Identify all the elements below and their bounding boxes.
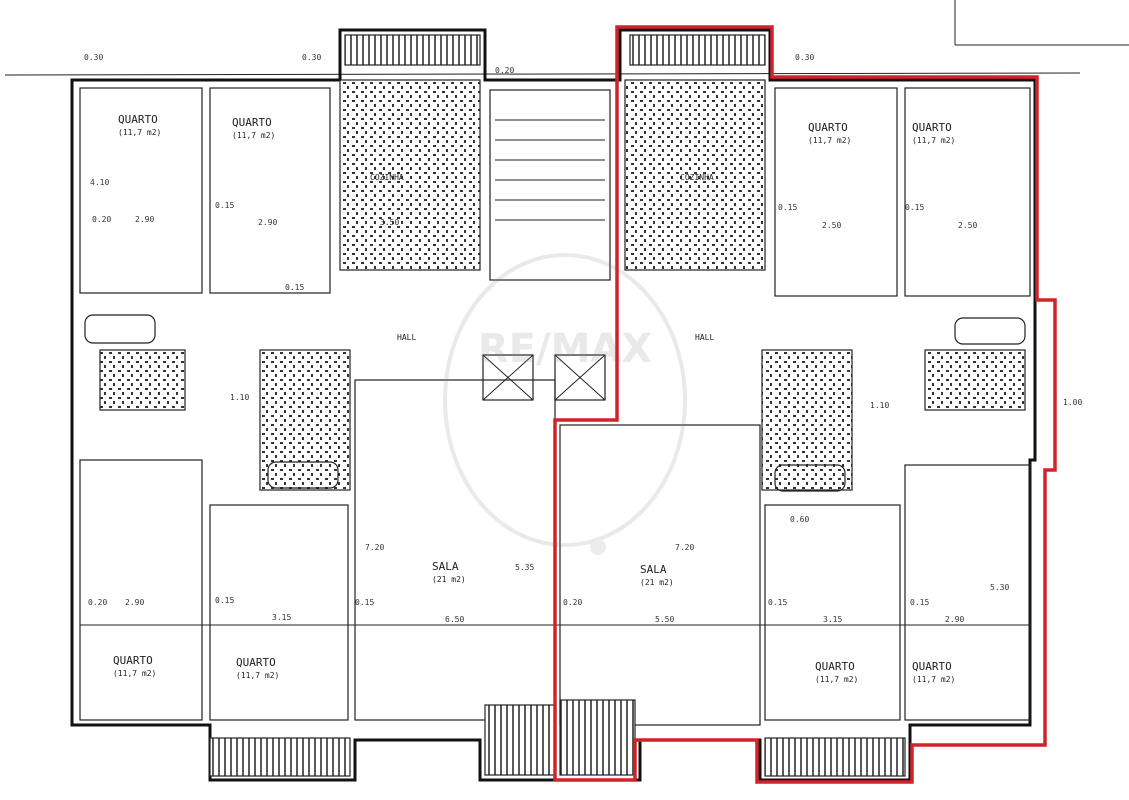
remax-watermark: RE/MAX	[443, 253, 687, 555]
right-apartment	[555, 34, 1031, 777]
svg-text:1.10: 1.10	[870, 401, 889, 410]
svg-text:0.15: 0.15	[355, 598, 374, 607]
svg-text:0.60: 0.60	[790, 515, 809, 524]
label-quarto: QUARTO	[232, 116, 272, 129]
label-sala: SALA	[640, 563, 667, 576]
label-quarto: QUARTO	[912, 660, 952, 673]
svg-text:7.20: 7.20	[365, 543, 384, 552]
label-quarto: QUARTO	[118, 113, 158, 126]
svg-text:0.15: 0.15	[215, 596, 234, 605]
svg-text:0.15: 0.15	[910, 598, 929, 607]
highlighted-unit-outline	[553, 25, 1057, 784]
svg-text:0.30: 0.30	[84, 53, 103, 62]
svg-text:1.00: 1.00	[1063, 398, 1082, 407]
svg-text:3.15: 3.15	[272, 613, 291, 622]
svg-text:(11,7 m2): (11,7 m2)	[236, 671, 279, 680]
svg-text:5.35: 5.35	[515, 563, 534, 572]
svg-text:2.90: 2.90	[125, 598, 144, 607]
svg-text:0.15: 0.15	[215, 201, 234, 210]
svg-text:0.15: 0.15	[905, 203, 924, 212]
svg-text:2.50: 2.50	[958, 221, 977, 230]
label-quarto: QUARTO	[113, 654, 153, 667]
svg-text:0.15: 0.15	[778, 203, 797, 212]
svg-text:0.15: 0.15	[768, 598, 787, 607]
label-hall: HALL	[695, 333, 714, 342]
svg-text:0.30: 0.30	[302, 53, 321, 62]
svg-text:(21 m2): (21 m2)	[432, 575, 466, 584]
svg-text:0.20: 0.20	[92, 215, 111, 224]
svg-text:(11,7 m2): (11,7 m2)	[113, 669, 156, 678]
svg-text:3.15: 3.15	[823, 615, 842, 624]
svg-text:(11,7 m2): (11,7 m2)	[912, 675, 955, 684]
svg-text:0.20: 0.20	[563, 598, 582, 607]
svg-text:5.30: 5.30	[990, 583, 1009, 592]
stairwell	[482, 89, 611, 776]
left-apartment	[79, 34, 556, 777]
label-quarto: QUARTO	[236, 656, 276, 669]
svg-text:(11,7 m2): (11,7 m2)	[815, 675, 858, 684]
label-quarto: QUARTO	[815, 660, 855, 673]
svg-text:4.10: 4.10	[90, 178, 109, 187]
label-quarto: QUARTO	[808, 121, 848, 134]
svg-text:(11,7 m2): (11,7 m2)	[808, 136, 851, 145]
label-sala: SALA	[432, 560, 459, 573]
svg-text:0.15: 0.15	[285, 283, 304, 292]
svg-text:2.90: 2.90	[258, 218, 277, 227]
label-cozinha: COZINHA	[370, 173, 404, 182]
svg-text:6.50: 6.50	[445, 615, 464, 624]
svg-text:RE/MAX: RE/MAX	[478, 326, 652, 372]
label-quarto: QUARTO	[912, 121, 952, 134]
svg-text:3.50: 3.50	[380, 218, 399, 227]
svg-text:7.20: 7.20	[675, 543, 694, 552]
svg-text:1.10: 1.10	[230, 393, 249, 402]
svg-text:(11,7 m2): (11,7 m2)	[118, 128, 161, 137]
svg-text:0.20: 0.20	[88, 598, 107, 607]
label-hall: HALL	[397, 333, 416, 342]
building-outline	[70, 28, 1037, 782]
svg-text:(21 m2): (21 m2)	[640, 578, 674, 587]
svg-text:2.90: 2.90	[945, 615, 964, 624]
room-labels: QUARTO (11,7 m2) QUARTO (11,7 m2) COZINH…	[113, 113, 955, 684]
svg-text:2.50: 2.50	[822, 221, 841, 230]
svg-text:(11,7 m2): (11,7 m2)	[912, 136, 955, 145]
svg-text:0.20: 0.20	[495, 66, 514, 75]
svg-text:2.90: 2.90	[135, 215, 154, 224]
label-cozinha: COZINHA	[680, 173, 714, 182]
svg-text:(11,7 m2): (11,7 m2)	[232, 131, 275, 140]
svg-text:0.30: 0.30	[795, 53, 814, 62]
svg-text:5.50: 5.50	[655, 615, 674, 624]
site-line	[4, 72, 1081, 76]
dimension-labels: 0.30 0.30 0.30 0.20 4.10 0.20 2.90 0.15 …	[84, 53, 1082, 624]
